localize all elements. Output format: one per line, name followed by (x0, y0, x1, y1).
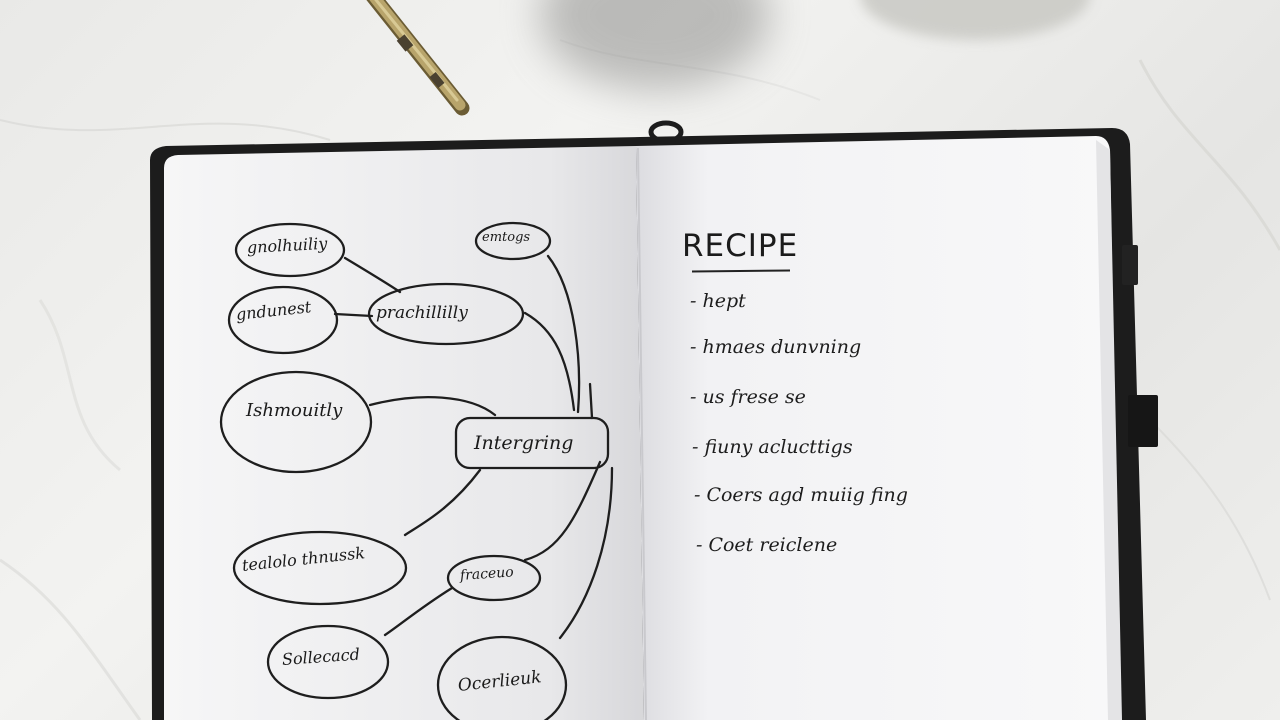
recipe-title: RECIPE (682, 228, 799, 264)
recipe-item: - hept (690, 290, 746, 312)
recipe-item: - Coet reiclene (696, 534, 838, 556)
mind-map-node-label: Intergring (474, 432, 574, 454)
mind-map-connectors (333, 254, 614, 640)
mind-map-node-label: emtogs (482, 230, 531, 245)
recipe-item: - Coers agd muiig fing (694, 484, 908, 506)
recipe-item: - fiuny aclucttigs (692, 436, 853, 458)
recipe-item: - hmaes dunvning (690, 336, 862, 358)
mind-map-node-label: Ishmouitly (246, 400, 343, 421)
recipe-item: - us frese se (690, 386, 806, 408)
mind-map-node-label: prachillilly (376, 303, 468, 323)
mind-map-bubbles (219, 221, 610, 720)
